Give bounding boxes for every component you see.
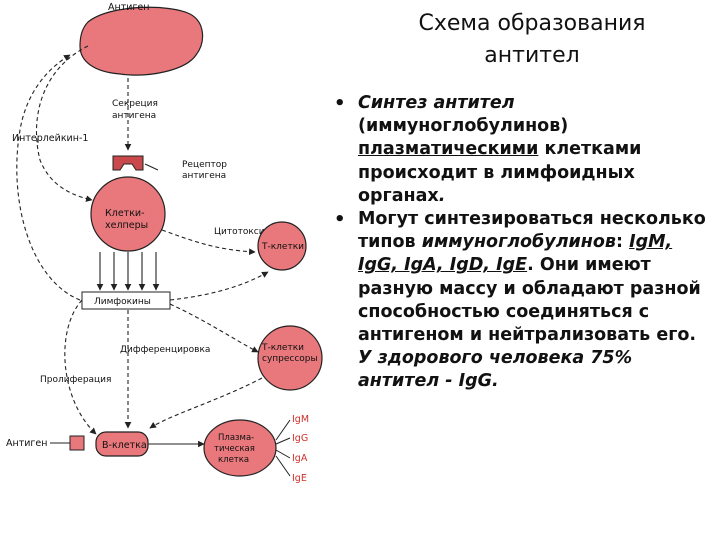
- arrow-feedback-left: [16, 54, 81, 301]
- b1-part2: (иммуноглобулинов): [358, 116, 569, 137]
- bullet-1: Синтез антител (иммуноглобулинов) плазма…: [330, 92, 715, 208]
- ig-arrow-1: [275, 419, 291, 441]
- b2-part5: . Они имеют разную массу и обладают разн…: [358, 255, 701, 346]
- cytotoxic-t-cell: [257, 221, 307, 271]
- antibody-formation-diagram: Антиген Секреция антигена Интерлейкин-1 …: [0, 0, 340, 490]
- secretion-label: Секреция: [112, 99, 158, 109]
- helper-cell: [90, 176, 166, 252]
- suppressor-label: Т-клетки: [261, 343, 304, 353]
- bcell-label: В-клетка: [102, 440, 147, 451]
- arrow-lymphokines-to-cytotoxic: [169, 271, 269, 301]
- antigen-top-label: Антиген: [108, 2, 149, 13]
- arrow-proliferation: [64, 299, 97, 435]
- ig-arrow-4: [275, 455, 291, 477]
- antigen-bottom-label: Антиген: [6, 438, 47, 449]
- ig-arrow-3: [275, 449, 291, 459]
- antigen-blob: [79, 6, 204, 76]
- b2-part6: У здорового человека 75% антител - IgG.: [358, 348, 633, 392]
- arrow-suppressor-to-bcell: [149, 377, 263, 429]
- receptor-label: Рецептор: [182, 160, 227, 170]
- plasma-label-3: клетка: [218, 455, 249, 465]
- arrow-lymphokines-to-suppressor: [169, 303, 259, 353]
- interleukin-label: Интерлейкин-1: [12, 133, 88, 144]
- antigen-receptor-icon: [112, 155, 144, 171]
- bullet-2: Могут синтезироваться несколько типов им…: [330, 208, 715, 394]
- ig-label-igg: IgG: [292, 433, 308, 444]
- slide-title: Схема образования антител: [352, 8, 712, 72]
- bullet-list: Синтез антител (иммуноглобулинов) плазма…: [330, 92, 715, 394]
- antigen-bottom-marker: [69, 435, 85, 451]
- cytotoxic-label: Цитотоксические: [214, 227, 298, 237]
- b1-part4: клетками происходит в лимфоидных органах: [358, 139, 642, 206]
- arrow-helper-to-cytotoxic: [161, 229, 256, 255]
- slide-title-line-1: Схема образования: [418, 11, 646, 36]
- suppressor-t-cell: [257, 325, 323, 391]
- proliferation-label: Пролиферация: [40, 375, 111, 385]
- plasma-label-2: тическая: [214, 444, 255, 454]
- plasma-cell: [203, 419, 277, 477]
- secretion-label-2: антигена: [112, 111, 156, 121]
- arrow-interleukin-loop: [35, 45, 93, 202]
- lymphokines-label: Лимфокины: [94, 297, 151, 307]
- differentiation-label: Дифференцировка: [120, 345, 210, 355]
- ig-label-iga: IgA: [292, 453, 308, 464]
- b2-part3: :: [615, 232, 630, 253]
- plasma-label-1: Плазма-: [218, 433, 254, 443]
- receptor-pointer: [144, 163, 159, 171]
- slide-title-line-2: антител: [484, 43, 580, 68]
- b1-part1: Синтез антител: [358, 93, 515, 113]
- helper-cell-label-2: хелперы: [105, 220, 148, 231]
- suppressor-label-2: супрессоры: [262, 354, 318, 364]
- helper-cell-label: Клетки-: [105, 208, 145, 219]
- ig-label-ige: IgE: [292, 473, 307, 484]
- tcells-label: Т-клетки: [261, 242, 304, 252]
- b1-part3: плазматическими: [358, 139, 539, 160]
- ig-arrow-2: [275, 437, 291, 445]
- b1-part5: .: [438, 185, 446, 206]
- b2-part1: Могут синтезироваться несколько типов: [358, 209, 706, 253]
- ig-label-igm: IgM: [292, 414, 309, 425]
- b2-part2: иммуноглобулинов: [421, 232, 616, 253]
- receptor-label-2: антигена: [182, 171, 226, 181]
- b2-part4: IgM, IgG, IgA, IgD, IgE: [358, 232, 673, 276]
